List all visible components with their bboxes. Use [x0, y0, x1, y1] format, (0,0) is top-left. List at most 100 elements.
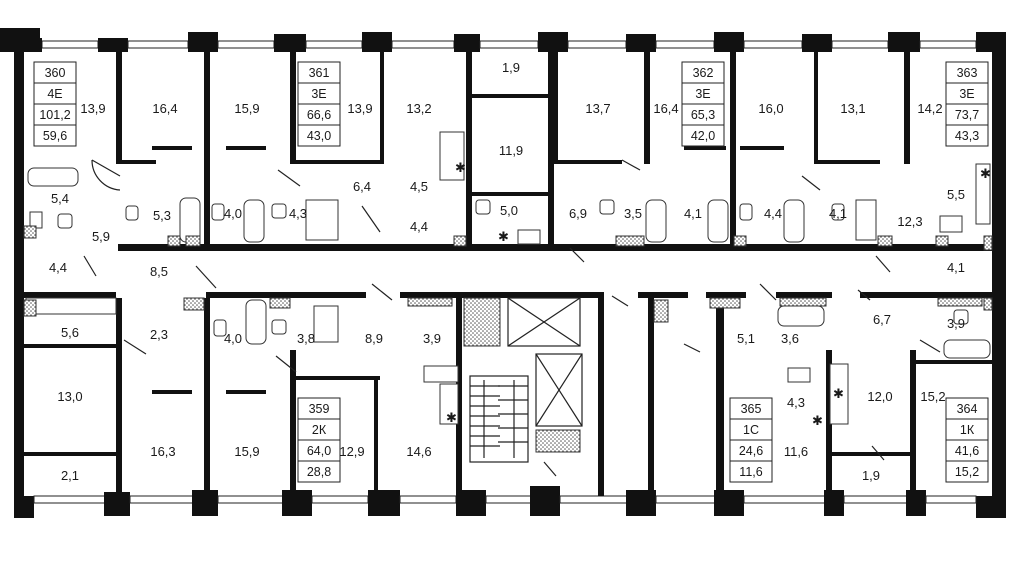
room-area-label: 5,1 — [737, 331, 755, 346]
apartment-total-area: 66,6 — [307, 108, 331, 122]
svg-text:✱: ✱ — [455, 160, 466, 175]
apartment-total-area: 101,2 — [39, 108, 70, 122]
room-area-label: 4,3 — [289, 206, 307, 221]
room-area-label: 12,3 — [897, 214, 922, 229]
room-area-label: 4,4 — [410, 219, 428, 234]
apartment-living-area: 43,0 — [307, 129, 331, 143]
stair-icon — [469, 375, 529, 463]
room-area-label: 5,4 — [51, 191, 69, 206]
room-area-label: 13,2 — [406, 101, 431, 116]
apartment-living-area: 59,6 — [43, 129, 67, 143]
room-area-label: 13,9 — [347, 101, 372, 116]
star-marker-icon: ✱ ✱ ✱ ✱ ✱ ✱ — [446, 160, 991, 428]
room-area-label: 3,9 — [423, 331, 441, 346]
bathroom-fixtures — [25, 131, 991, 425]
apartment-label-359: 359 2К 64,0 28,8 — [297, 397, 341, 483]
room-area-label: 15,9 — [234, 101, 259, 116]
room-area-label: 13,1 — [840, 101, 865, 116]
interior-walls — [24, 52, 992, 496]
room-area-label: 1,9 — [862, 468, 880, 483]
apartment-total-area: 41,6 — [955, 444, 979, 458]
apartment-living-area: 28,8 — [307, 465, 331, 479]
apartment-living-area: 43,3 — [955, 129, 979, 143]
apartment-type: 3Е — [695, 87, 710, 101]
room-area-label: 13,0 — [57, 389, 82, 404]
room-area-label: 4,1 — [684, 206, 702, 221]
apartment-living-area: 11,6 — [739, 465, 762, 479]
room-area-label: 3,5 — [624, 206, 642, 221]
room-area-label: 4,5 — [410, 179, 428, 194]
room-area-label: 2,1 — [61, 468, 79, 483]
room-area-label: 5,0 — [500, 203, 518, 218]
room-area-label: 16,4 — [653, 101, 678, 116]
apartment-label-360: 360 4Е 101,2 59,6 — [33, 61, 77, 147]
room-area-label: 11,6 — [784, 444, 808, 459]
room-area-label: 3,6 — [781, 331, 799, 346]
room-area-label: 15,2 — [920, 389, 945, 404]
apartment-number: 364 — [957, 402, 978, 416]
room-area-label: 13,7 — [585, 101, 610, 116]
apartment-number: 360 — [45, 66, 66, 80]
svg-text:✱: ✱ — [980, 166, 991, 181]
apartment-label-364: 364 1К 41,6 15,2 — [945, 397, 989, 483]
room-area-label: 6,7 — [873, 312, 891, 327]
room-area-label: 4,4 — [764, 206, 782, 221]
room-area-label: 4,0 — [224, 206, 242, 221]
room-area-label: 4,3 — [787, 395, 805, 410]
room-area-label: 16,0 — [758, 101, 783, 116]
room-area-label: 6,4 — [353, 179, 371, 194]
apartment-total-area: 73,7 — [955, 108, 979, 122]
room-area-label: 4,1 — [947, 260, 965, 275]
apartment-label-363: 363 3Е 73,7 43,3 — [945, 61, 989, 147]
apartment-type: 1К — [960, 423, 975, 437]
apartment-type: 3Е — [311, 87, 326, 101]
room-area-label: 12,9 — [339, 444, 364, 459]
room-area-label: 5,5 — [947, 187, 965, 202]
svg-text:✱: ✱ — [812, 413, 823, 428]
room-area-label: 14,2 — [917, 101, 942, 116]
apartment-type: 1С — [743, 423, 759, 437]
apartment-type: 3Е — [959, 87, 974, 101]
apartment-number: 365 — [741, 402, 762, 416]
apartment-type: 2К — [312, 423, 327, 437]
outer-walls — [0, 28, 1006, 518]
apartment-label-361: 361 3Е 66,6 43,0 — [297, 61, 341, 147]
room-area-label: 2,3 — [150, 327, 168, 342]
room-area-label: 6,9 — [569, 206, 587, 221]
apartment-living-area: 15,2 — [955, 465, 979, 479]
svg-text:✱: ✱ — [446, 410, 457, 425]
svg-text:✱: ✱ — [833, 386, 844, 401]
apartment-total-area: 65,3 — [691, 108, 715, 122]
apartment-total-area: 64,0 — [307, 444, 331, 458]
room-area-label: 5,6 — [61, 325, 79, 340]
room-area-label: 4,0 — [224, 331, 242, 346]
apartment-label-365: 365 1С 24,6 11,6 — [729, 397, 773, 483]
room-area-label: 4,4 — [49, 260, 67, 275]
doors — [83, 159, 941, 477]
svg-text:✱: ✱ — [498, 229, 509, 244]
room-area-label: 5,3 — [153, 208, 171, 223]
room-area-label: 16,4 — [152, 101, 177, 116]
room-area-label: 8,5 — [150, 264, 168, 279]
apartment-type: 4Е — [47, 87, 62, 101]
room-area-label: 14,6 — [406, 444, 431, 459]
room-area-label: 4,1 — [829, 206, 847, 221]
apartment-living-area: 42,0 — [691, 129, 715, 143]
room-area-label: 3,9 — [947, 316, 965, 331]
apartment-number: 363 — [957, 66, 978, 80]
room-area-label: 15,9 — [234, 444, 259, 459]
elevator-icon — [507, 297, 583, 427]
room-area-label: 13,9 — [80, 101, 105, 116]
apartment-label-362: 362 3Е 65,3 42,0 — [681, 61, 725, 147]
room-area-label: 8,9 — [365, 331, 383, 346]
room-area-label: 3,8 — [297, 331, 315, 346]
ventilation-shafts — [23, 225, 993, 453]
room-area-label: 1,9 — [502, 60, 520, 75]
room-area-label: 5,9 — [92, 229, 110, 244]
apartment-total-area: 24,6 — [739, 444, 763, 458]
apartment-number: 359 — [309, 402, 330, 416]
apartment-number: 361 — [309, 66, 330, 80]
apartment-number: 362 — [693, 66, 714, 80]
